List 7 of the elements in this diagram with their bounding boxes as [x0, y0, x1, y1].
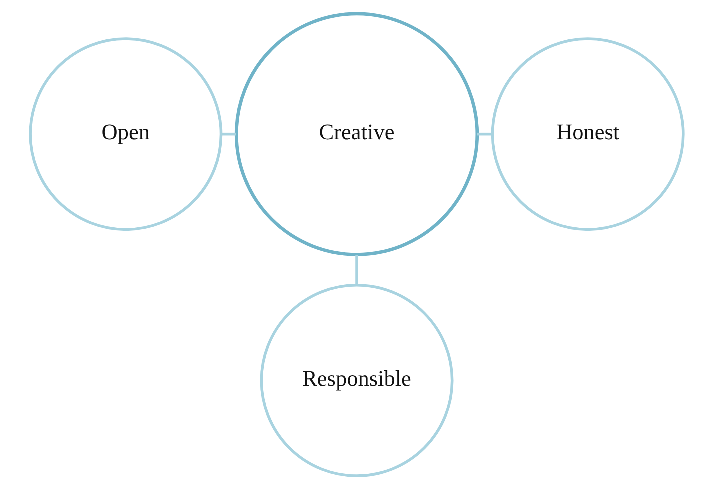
connector [222, 132, 236, 136]
node-circle: Honest [491, 38, 685, 232]
connector [478, 132, 493, 136]
connector [356, 255, 358, 286]
node-circle: Responsible [260, 284, 454, 478]
node-circle: Open [29, 38, 223, 232]
node-circle: Creative [234, 12, 480, 256]
